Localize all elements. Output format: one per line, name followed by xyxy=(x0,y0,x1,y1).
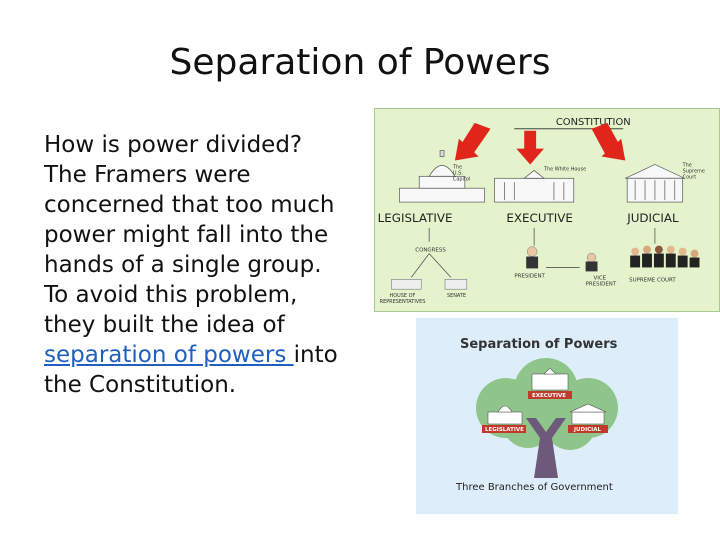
capitol-caption-2: U.S. xyxy=(453,170,463,176)
arrow-right-icon xyxy=(591,122,620,155)
legislative-building-icon xyxy=(487,405,523,425)
arrow-right-head-icon xyxy=(601,138,626,161)
executive-tree-lines xyxy=(533,227,580,268)
president-figure-icon xyxy=(526,246,539,269)
court-caption-3: Court xyxy=(683,174,697,180)
capitol-building-icon xyxy=(399,150,486,203)
tree-diagram-title: Separation of Powers xyxy=(460,337,618,352)
executive-banner-label: EXECUTIVE xyxy=(532,393,566,399)
legislative-label: LEGISLATIVE xyxy=(378,211,453,225)
house-label-2: REPRESENTATIVES xyxy=(380,299,426,305)
president-label: PRESIDENT xyxy=(514,273,545,279)
white-house-caption: The White House xyxy=(543,166,586,172)
senate-label: SENATE xyxy=(447,293,466,299)
supreme-court-justices-icon xyxy=(630,245,700,268)
executive-label: EXECUTIVE xyxy=(506,211,573,225)
capitol-caption-3: Capitol xyxy=(453,176,470,182)
constitution-branches-diagram: CONSTITUTION The U.S. Capitol The White … xyxy=(374,108,720,312)
tree-trunk-icon xyxy=(526,418,566,478)
legislative-tree-lines xyxy=(411,227,452,278)
separation-tree-diagram: Separation of Powers EXECUTIVE LEGISLATI… xyxy=(416,318,678,514)
court-caption-2: Supreme xyxy=(683,168,705,174)
body-text-outro: into the Constitution. xyxy=(44,342,338,398)
arrow-left-head-icon xyxy=(454,138,479,161)
vice-president-label-1: VICE xyxy=(594,275,607,281)
body-text-intro: How is power divided? The Framers were c… xyxy=(44,132,335,338)
congress-label: CONGRESS xyxy=(415,248,446,254)
house-building-icon xyxy=(391,279,422,290)
slide-body: How is power divided? The Framers were c… xyxy=(44,130,344,400)
judicial-banner-label: JUDICIAL xyxy=(573,427,601,433)
judicial-label: JUDICIAL xyxy=(626,211,679,225)
slide-title: Separation of Powers xyxy=(169,42,551,83)
supreme-court-label: SUPREME COURT xyxy=(629,277,676,283)
red-arrows xyxy=(454,122,626,165)
legislative-banner xyxy=(482,425,526,433)
legislative-banner-label: LEGISLATIVE xyxy=(485,427,524,433)
white-house-icon xyxy=(494,169,575,203)
vice-president-label-2: PRESIDENT xyxy=(586,281,617,287)
house-label: HOUSE OF xyxy=(390,293,416,299)
executive-banner xyxy=(528,391,572,399)
vice-president-figure-icon xyxy=(585,252,598,272)
arrow-center-icon xyxy=(516,130,545,165)
constitution-label: CONSTITUTION xyxy=(556,117,631,128)
supreme-court-icon xyxy=(625,164,685,203)
judicial-banner xyxy=(568,425,608,433)
arrow-left-icon xyxy=(460,122,491,155)
tree-diagram-caption: Three Branches of Government xyxy=(455,482,613,493)
separation-of-powers-link[interactable]: separation of powers xyxy=(44,342,294,368)
court-caption-1: The xyxy=(682,162,692,168)
judicial-building-icon xyxy=(569,403,607,425)
capitol-caption-1: The xyxy=(452,164,462,170)
senate-building-icon xyxy=(444,279,468,290)
executive-building-icon xyxy=(531,367,569,391)
